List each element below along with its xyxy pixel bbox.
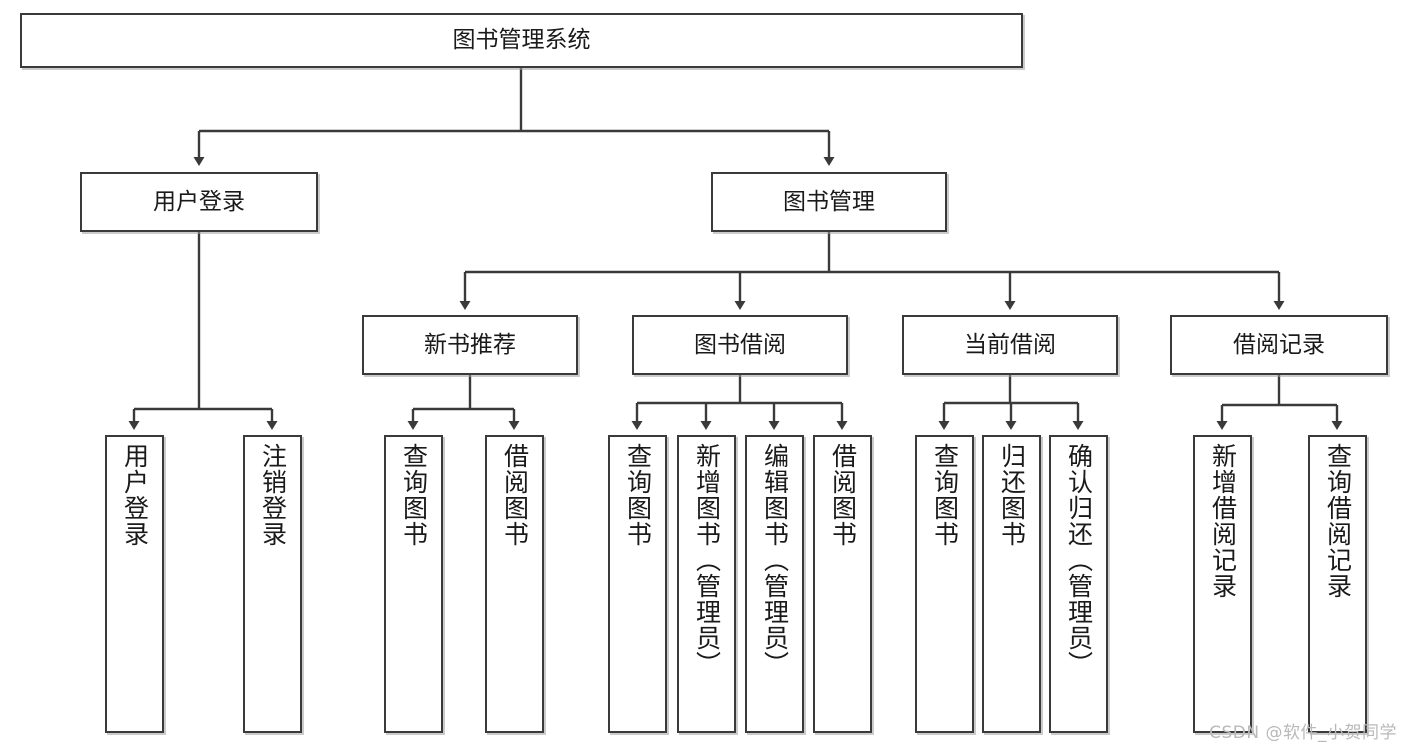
node-new-book-recommend-label: 新书推荐 [424, 331, 516, 358]
node-root[interactable]: 图书管理系统 [20, 13, 1023, 68]
leaf-query-book-recommend[interactable]: 查询图书 [384, 435, 443, 733]
leaf-query-book-borrow-label: 查询图书 [623, 443, 653, 547]
leaf-borrow-book-label: 借阅图书 [828, 443, 858, 547]
leaf-user-login-label: 用户登录 [120, 443, 150, 547]
leaf-edit-book-admin[interactable]: 编辑图书（管理员） [745, 435, 804, 733]
leaf-return-book-label: 归还图书 [997, 443, 1027, 547]
node-borrow-record-label: 借阅记录 [1233, 331, 1325, 358]
leaf-add-borrow-record-label: 新增借阅记录 [1208, 443, 1238, 599]
node-current-borrow-label: 当前借阅 [964, 331, 1056, 358]
node-root-label: 图书管理系统 [452, 27, 591, 54]
node-book-borrow[interactable]: 图书借阅 [632, 315, 848, 375]
leaf-query-book-borrow[interactable]: 查询图书 [608, 435, 667, 733]
leaf-query-book-current[interactable]: 查询图书 [915, 435, 974, 733]
leaf-add-borrow-record[interactable]: 新增借阅记录 [1193, 435, 1252, 733]
node-book-management[interactable]: 图书管理 [711, 172, 947, 232]
node-borrow-record[interactable]: 借阅记录 [1170, 315, 1388, 375]
leaf-confirm-return-admin-label: 确认归还（管理员） [1064, 443, 1094, 677]
leaf-borrow-book[interactable]: 借阅图书 [813, 435, 872, 733]
leaf-query-book-recommend-label: 查询图书 [399, 443, 429, 547]
leaf-edit-book-admin-label: 编辑图书（管理员） [760, 443, 790, 677]
leaf-query-borrow-record-label: 查询借阅记录 [1323, 443, 1353, 599]
leaf-logout-label: 注销登录 [258, 443, 288, 547]
leaf-query-book-current-label: 查询图书 [930, 443, 960, 547]
leaf-logout[interactable]: 注销登录 [243, 435, 302, 733]
leaf-add-book-admin-label: 新增图书（管理员） [692, 443, 722, 677]
node-user-login[interactable]: 用户登录 [80, 172, 318, 232]
watermark-text: CSDN @软件_小贺同学 [1209, 723, 1397, 743]
node-current-borrow[interactable]: 当前借阅 [902, 315, 1118, 375]
node-user-login-label: 用户登录 [153, 188, 245, 215]
leaf-borrow-book-recommend-label: 借阅图书 [500, 443, 530, 547]
node-book-borrow-label: 图书借阅 [694, 331, 786, 358]
node-new-book-recommend[interactable]: 新书推荐 [362, 315, 578, 375]
leaf-return-book[interactable]: 归还图书 [982, 435, 1041, 733]
leaf-user-login[interactable]: 用户登录 [105, 435, 164, 733]
node-book-management-label: 图书管理 [783, 188, 875, 215]
leaf-query-borrow-record[interactable]: 查询借阅记录 [1308, 435, 1367, 733]
leaf-add-book-admin[interactable]: 新增图书（管理员） [677, 435, 736, 733]
leaf-confirm-return-admin[interactable]: 确认归还（管理员） [1049, 435, 1108, 733]
leaf-borrow-book-recommend[interactable]: 借阅图书 [485, 435, 544, 733]
